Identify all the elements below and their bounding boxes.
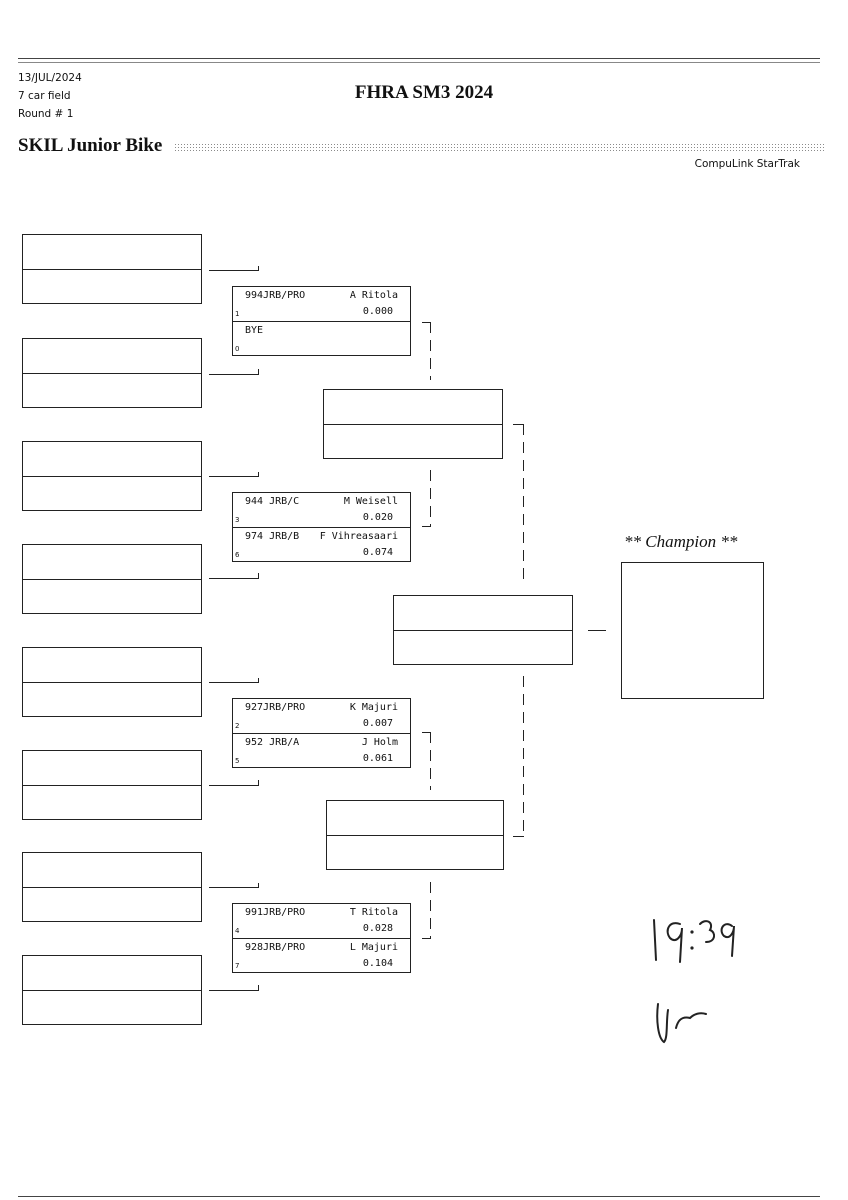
reaction-time: 0.007: [362, 718, 393, 729]
car-number: 994JRB/PRO: [245, 290, 306, 301]
match-2-top-entry: 944 JRB/C M Weisell 0.020 3: [233, 493, 410, 528]
connector: [258, 266, 259, 271]
racer-name: K Majuri: [349, 702, 398, 713]
lane-number: 5: [235, 757, 240, 765]
match-1-bottom-entry: BYE 0: [233, 322, 410, 357]
round-text: Round # 1: [18, 108, 74, 120]
slot-left-5: [22, 647, 202, 717]
racer-name: L Majuri: [349, 942, 398, 953]
connector: [209, 990, 259, 991]
connector: [209, 887, 259, 888]
connector: [422, 526, 431, 527]
slot-left-3: [22, 441, 202, 511]
connector: [209, 476, 259, 477]
connector: [422, 322, 431, 323]
car-number: BYE: [245, 325, 264, 336]
connector: [258, 883, 259, 888]
connector: [430, 732, 431, 790]
connector: [523, 676, 524, 836]
connector: [258, 472, 259, 477]
match-box-3: 927JRB/PRO K Majuri 0.007 2 952 JRB/A J …: [232, 698, 411, 768]
car-number: 944 JRB/C: [245, 496, 300, 507]
connector: [513, 836, 524, 837]
slot-left-6: [22, 750, 202, 820]
champion-box: [621, 562, 764, 699]
car-number: 991JRB/PRO: [245, 907, 306, 918]
match-box-4: 991JRB/PRO T Ritola 0.028 4 928JRB/PRO L…: [232, 903, 411, 973]
slot-left-7: [22, 852, 202, 922]
page-title: FHRA SM3 2024: [354, 82, 494, 103]
racer-name: T Ritola: [349, 907, 398, 918]
connector: [258, 780, 259, 785]
car-number: 952 JRB/A: [245, 737, 300, 748]
lane-number: 2: [235, 722, 240, 730]
lane-number: 7: [235, 962, 240, 970]
racer-name: F Vihreasaari: [319, 531, 398, 542]
lane-number: 3: [235, 516, 240, 524]
connector: [430, 470, 431, 526]
connector: [258, 573, 259, 578]
connector: [422, 938, 431, 939]
reaction-time: 0.074: [362, 547, 393, 558]
match-3-bottom-entry: 952 JRB/A J Holm 0.061 5: [233, 734, 410, 769]
connector: [523, 424, 524, 586]
footer-rule: [18, 1196, 820, 1197]
handwritten-time: [653, 919, 735, 963]
racer-name: J Holm: [361, 737, 398, 748]
connector: [258, 985, 259, 990]
connector: [430, 322, 431, 380]
match-4-top-entry: 991JRB/PRO T Ritola 0.028 4: [233, 904, 410, 939]
connector: [588, 630, 606, 631]
match-2-bottom-entry: 974 JRB/B F Vihreasaari 0.074 6: [233, 528, 410, 563]
brand-text: CompuLink StarTrak: [694, 158, 800, 170]
slot-final: [393, 595, 573, 665]
handwritten-initials: [656, 1003, 707, 1044]
lane-number: 0: [235, 345, 240, 353]
reaction-time: 0.061: [362, 753, 393, 764]
connector: [209, 270, 259, 271]
lane-number: 1: [235, 310, 240, 318]
match-1-top-entry: 994JRB/PRO A Ritola 0.000 1: [233, 287, 410, 322]
connector: [258, 369, 259, 374]
car-number: 928JRB/PRO: [245, 942, 306, 953]
event-title: SKIL Junior Bike: [18, 135, 163, 156]
reaction-time: 0.028: [362, 923, 393, 934]
connector: [422, 732, 431, 733]
racer-name: M Weisell: [343, 496, 398, 507]
slot-left-4: [22, 544, 202, 614]
champion-label: ** Champion **: [624, 532, 738, 551]
match-box-1: 994JRB/PRO A Ritola 0.000 1 BYE 0: [232, 286, 411, 356]
lane-number: 6: [235, 551, 240, 559]
connector: [209, 785, 259, 786]
header-rule-top-2: [18, 62, 820, 63]
car-number: 974 JRB/B: [245, 531, 300, 542]
reaction-time: 0.000: [362, 306, 393, 317]
field-text: 7 car field: [18, 90, 71, 102]
dotted-leader: [174, 143, 824, 152]
date-text: 13/JUL/2024: [18, 72, 82, 84]
slot-left-1: [22, 234, 202, 304]
header-rule-top: [18, 58, 820, 59]
slot-left-8: [22, 955, 202, 1025]
car-number: 927JRB/PRO: [245, 702, 306, 713]
match-box-2: 944 JRB/C M Weisell 0.020 3 974 JRB/B F …: [232, 492, 411, 562]
reaction-time: 0.104: [362, 958, 393, 969]
connector: [209, 578, 259, 579]
reaction-time: 0.020: [362, 512, 393, 523]
slot-round2-1: [323, 389, 503, 459]
lane-number: 4: [235, 927, 240, 935]
match-3-top-entry: 927JRB/PRO K Majuri 0.007 2: [233, 699, 410, 734]
racer-name: A Ritola: [349, 290, 398, 301]
connector: [258, 678, 259, 683]
connector: [209, 374, 259, 375]
slot-left-2: [22, 338, 202, 408]
connector: [209, 682, 259, 683]
connector: [513, 424, 524, 425]
slot-round2-2: [326, 800, 504, 870]
match-4-bottom-entry: 928JRB/PRO L Majuri 0.104 7: [233, 939, 410, 974]
connector: [430, 882, 431, 938]
